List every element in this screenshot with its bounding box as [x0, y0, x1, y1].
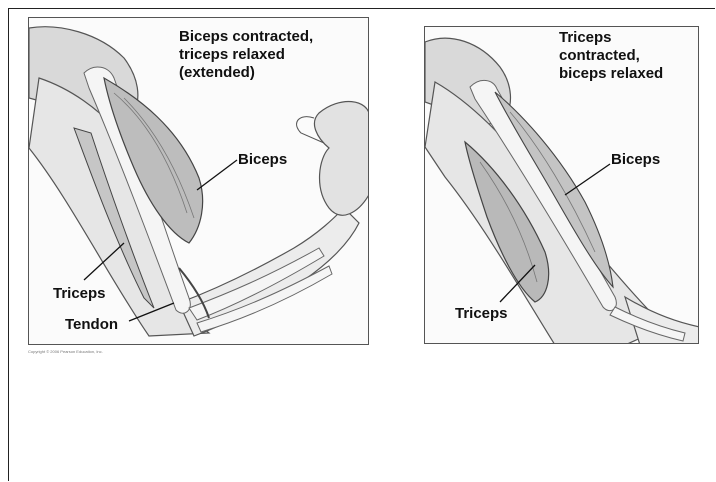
caption-line: biceps relaxed	[559, 65, 663, 83]
illustration-extended-arm: Triceps contracted, biceps relaxed Bicep…	[424, 26, 699, 344]
label-biceps: Biceps	[611, 151, 660, 168]
label-triceps: Triceps	[53, 285, 106, 302]
copyright-notice: Copyright © 2006 Pearson Education, Inc.	[28, 349, 103, 354]
caption-biceps-contracted: Biceps contracted, triceps relaxed (exte…	[179, 28, 313, 82]
caption-line: triceps relaxed	[179, 46, 313, 64]
label-biceps: Biceps	[238, 151, 287, 168]
caption-line: (extended)	[179, 64, 313, 82]
label-triceps: Triceps	[455, 305, 508, 322]
caption-line: Triceps	[559, 29, 663, 47]
caption-line: contracted,	[559, 47, 663, 65]
label-tendon: Tendon	[65, 316, 118, 333]
caption-triceps-contracted: Triceps contracted, biceps relaxed	[559, 29, 663, 83]
illustration-bent-arm: Biceps contracted, triceps relaxed (exte…	[28, 17, 369, 345]
caption-line: Biceps contracted,	[179, 28, 313, 46]
